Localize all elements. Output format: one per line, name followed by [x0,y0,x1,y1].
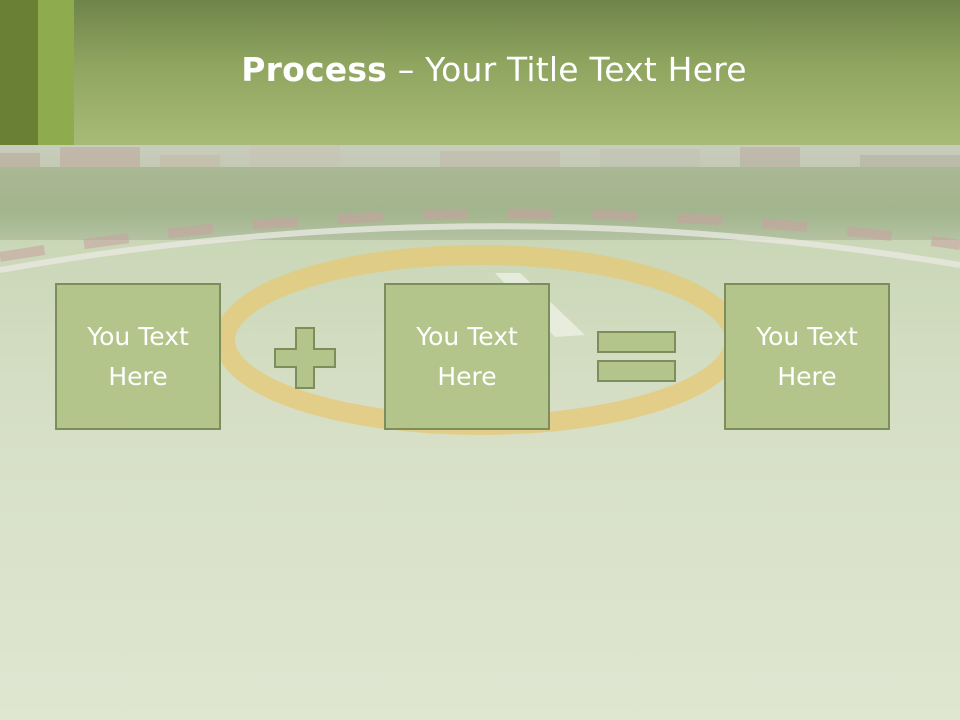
title-bold: Process [241,50,388,89]
accent-strip-light [38,0,74,145]
background-photo [0,145,960,720]
process-box-2-text: You Text Here [416,321,518,391]
process-box-1-text: You Text Here [87,321,189,391]
equals-icon [597,331,676,382]
plus-icon [274,327,336,389]
title-rest: – Your Title Text Here [387,50,747,89]
process-box-1[interactable]: You Text Here [55,283,221,430]
title-bar: Process – Your Title Text Here [0,0,960,145]
helipad-markings [0,208,960,435]
accent-strip-dark [0,0,38,145]
process-box-3-text: You Text Here [756,321,858,391]
process-box-2[interactable]: You Text Here [384,283,550,430]
slide-title[interactable]: Process – Your Title Text Here [74,50,914,89]
process-box-3[interactable]: You Text Here [724,283,890,430]
